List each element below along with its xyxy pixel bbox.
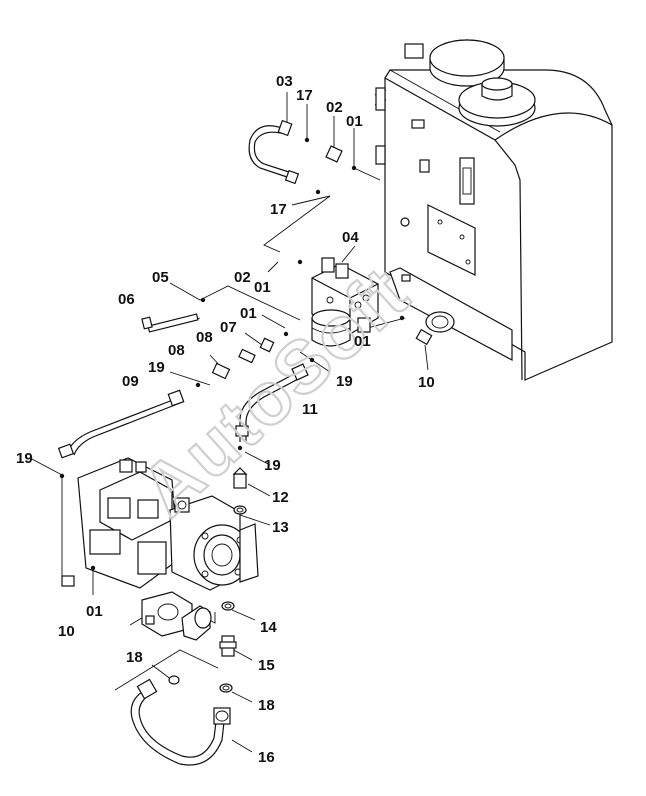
label-01b: 01 xyxy=(254,279,271,296)
label-10b: 10 xyxy=(58,623,75,640)
label-17b: 17 xyxy=(270,201,287,218)
label-19c: 19 xyxy=(16,450,33,467)
label-16: 16 xyxy=(258,749,275,766)
label-08b: 08 xyxy=(168,342,185,359)
label-08a: 08 xyxy=(196,329,213,346)
label-18b: 18 xyxy=(258,697,275,714)
fitting-02a xyxy=(304,137,357,195)
label-02b: 02 xyxy=(234,269,251,286)
hydraulic-tank xyxy=(374,39,613,381)
label-10a: 10 xyxy=(418,374,435,391)
label-05: 05 xyxy=(152,269,169,286)
valve-block-04 xyxy=(311,257,379,347)
label-19b: 19 xyxy=(336,373,353,390)
elbow-10-upper xyxy=(415,328,433,346)
label-06: 06 xyxy=(118,291,135,308)
label-02a: 02 xyxy=(326,99,343,116)
label-11: 11 xyxy=(302,401,318,418)
fittings-07-08 xyxy=(195,259,405,388)
label-14: 14 xyxy=(260,619,277,636)
leader-lines xyxy=(29,92,429,753)
hose-11 xyxy=(235,357,315,451)
label-01a: 01 xyxy=(346,113,363,130)
part-labels: 03 17 02 01 17 04 05 02 01 06 01 07 08 0… xyxy=(16,73,435,766)
label-19a: 19 xyxy=(148,359,165,376)
label-12: 12 xyxy=(272,489,289,506)
elbow-10-lower xyxy=(59,473,75,587)
label-09: 09 xyxy=(122,373,139,390)
label-19d: 19 xyxy=(264,457,281,474)
label-01d: 01 xyxy=(354,333,371,350)
bolt-06 xyxy=(141,313,199,333)
label-13: 13 xyxy=(272,519,289,536)
fittings-stack xyxy=(168,467,248,693)
label-01e: 01 xyxy=(86,603,103,620)
suction-elbow xyxy=(141,591,212,641)
hose-16 xyxy=(130,678,231,766)
label-18a: 18 xyxy=(126,649,143,666)
hose-03 xyxy=(248,119,300,185)
label-17a: 17 xyxy=(296,87,313,104)
hydraulic-pump xyxy=(77,457,259,591)
label-04: 04 xyxy=(342,229,359,246)
hose-09 xyxy=(57,389,185,459)
label-07: 07 xyxy=(220,319,237,336)
label-01c: 01 xyxy=(240,305,257,322)
label-03: 03 xyxy=(276,73,293,90)
label-15: 15 xyxy=(258,657,275,674)
